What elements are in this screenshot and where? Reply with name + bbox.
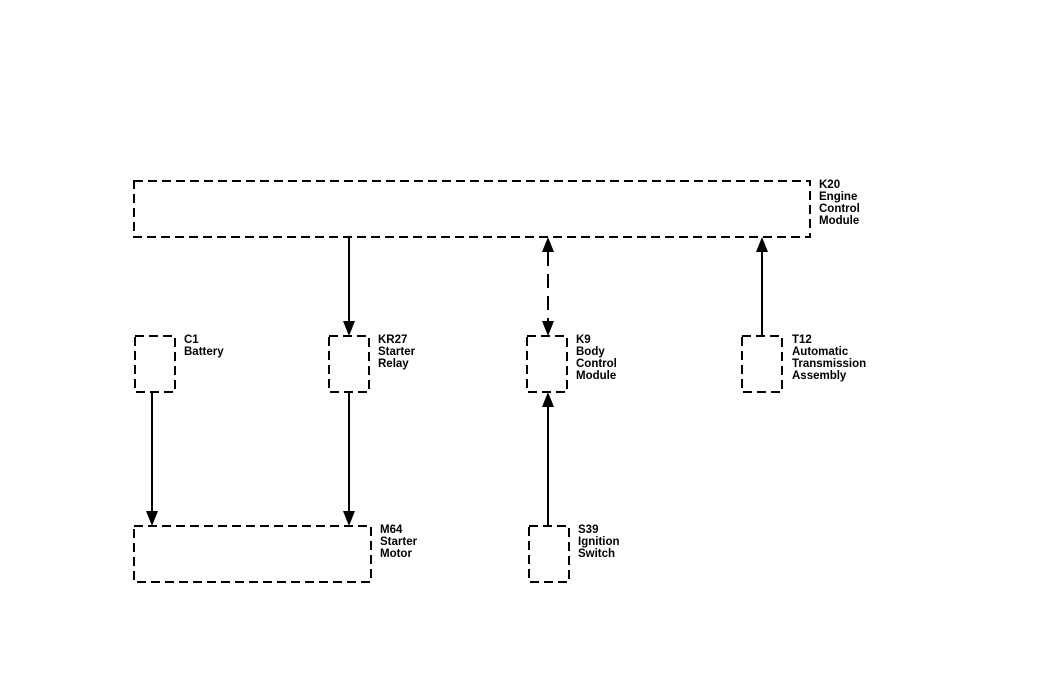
kr27-label: KR27 Starter Relay	[378, 334, 418, 370]
arrowhead-up	[542, 392, 554, 407]
connection-c1-to-m64	[146, 392, 158, 526]
k20-code: K20	[819, 179, 840, 191]
k20-label: K20 Engine Control Module	[819, 179, 863, 227]
arrowhead-up	[756, 237, 768, 252]
k9-code: K9	[576, 334, 591, 346]
connection-kr27-to-m64	[343, 392, 355, 526]
m64-code: M64	[380, 524, 403, 536]
arrowhead-up	[542, 237, 554, 252]
t12-box	[741, 335, 783, 393]
t12-code: T12	[792, 334, 812, 346]
arrowhead-down	[146, 511, 158, 526]
c1-box	[134, 335, 176, 393]
s39-label: S39 Ignition Switch	[578, 524, 623, 560]
c1-code: C1	[184, 334, 199, 346]
t12-label: T12 Automatic Transmission Assembly	[792, 334, 869, 382]
kr27-box	[328, 335, 370, 393]
arrowhead-down	[343, 321, 355, 336]
k20-box	[133, 180, 811, 238]
arrowhead-down	[343, 511, 355, 526]
k9-label: K9 Body Control Module	[576, 334, 620, 382]
m64-box	[133, 525, 372, 583]
arrowhead-down	[542, 321, 554, 336]
s39-box	[528, 525, 570, 583]
kr27-code: KR27	[378, 334, 407, 346]
connection-t12-to-k20	[756, 237, 768, 336]
m64-label: M64 Starter Motor	[380, 524, 420, 560]
c1-label: C1 Battery	[184, 334, 224, 358]
connection-k20-k9-bidirectional	[542, 237, 554, 336]
connection-s39-to-k9	[542, 392, 554, 526]
s39-code: S39	[578, 524, 598, 536]
connection-k20-to-kr27	[343, 237, 355, 336]
k9-box	[526, 335, 568, 393]
